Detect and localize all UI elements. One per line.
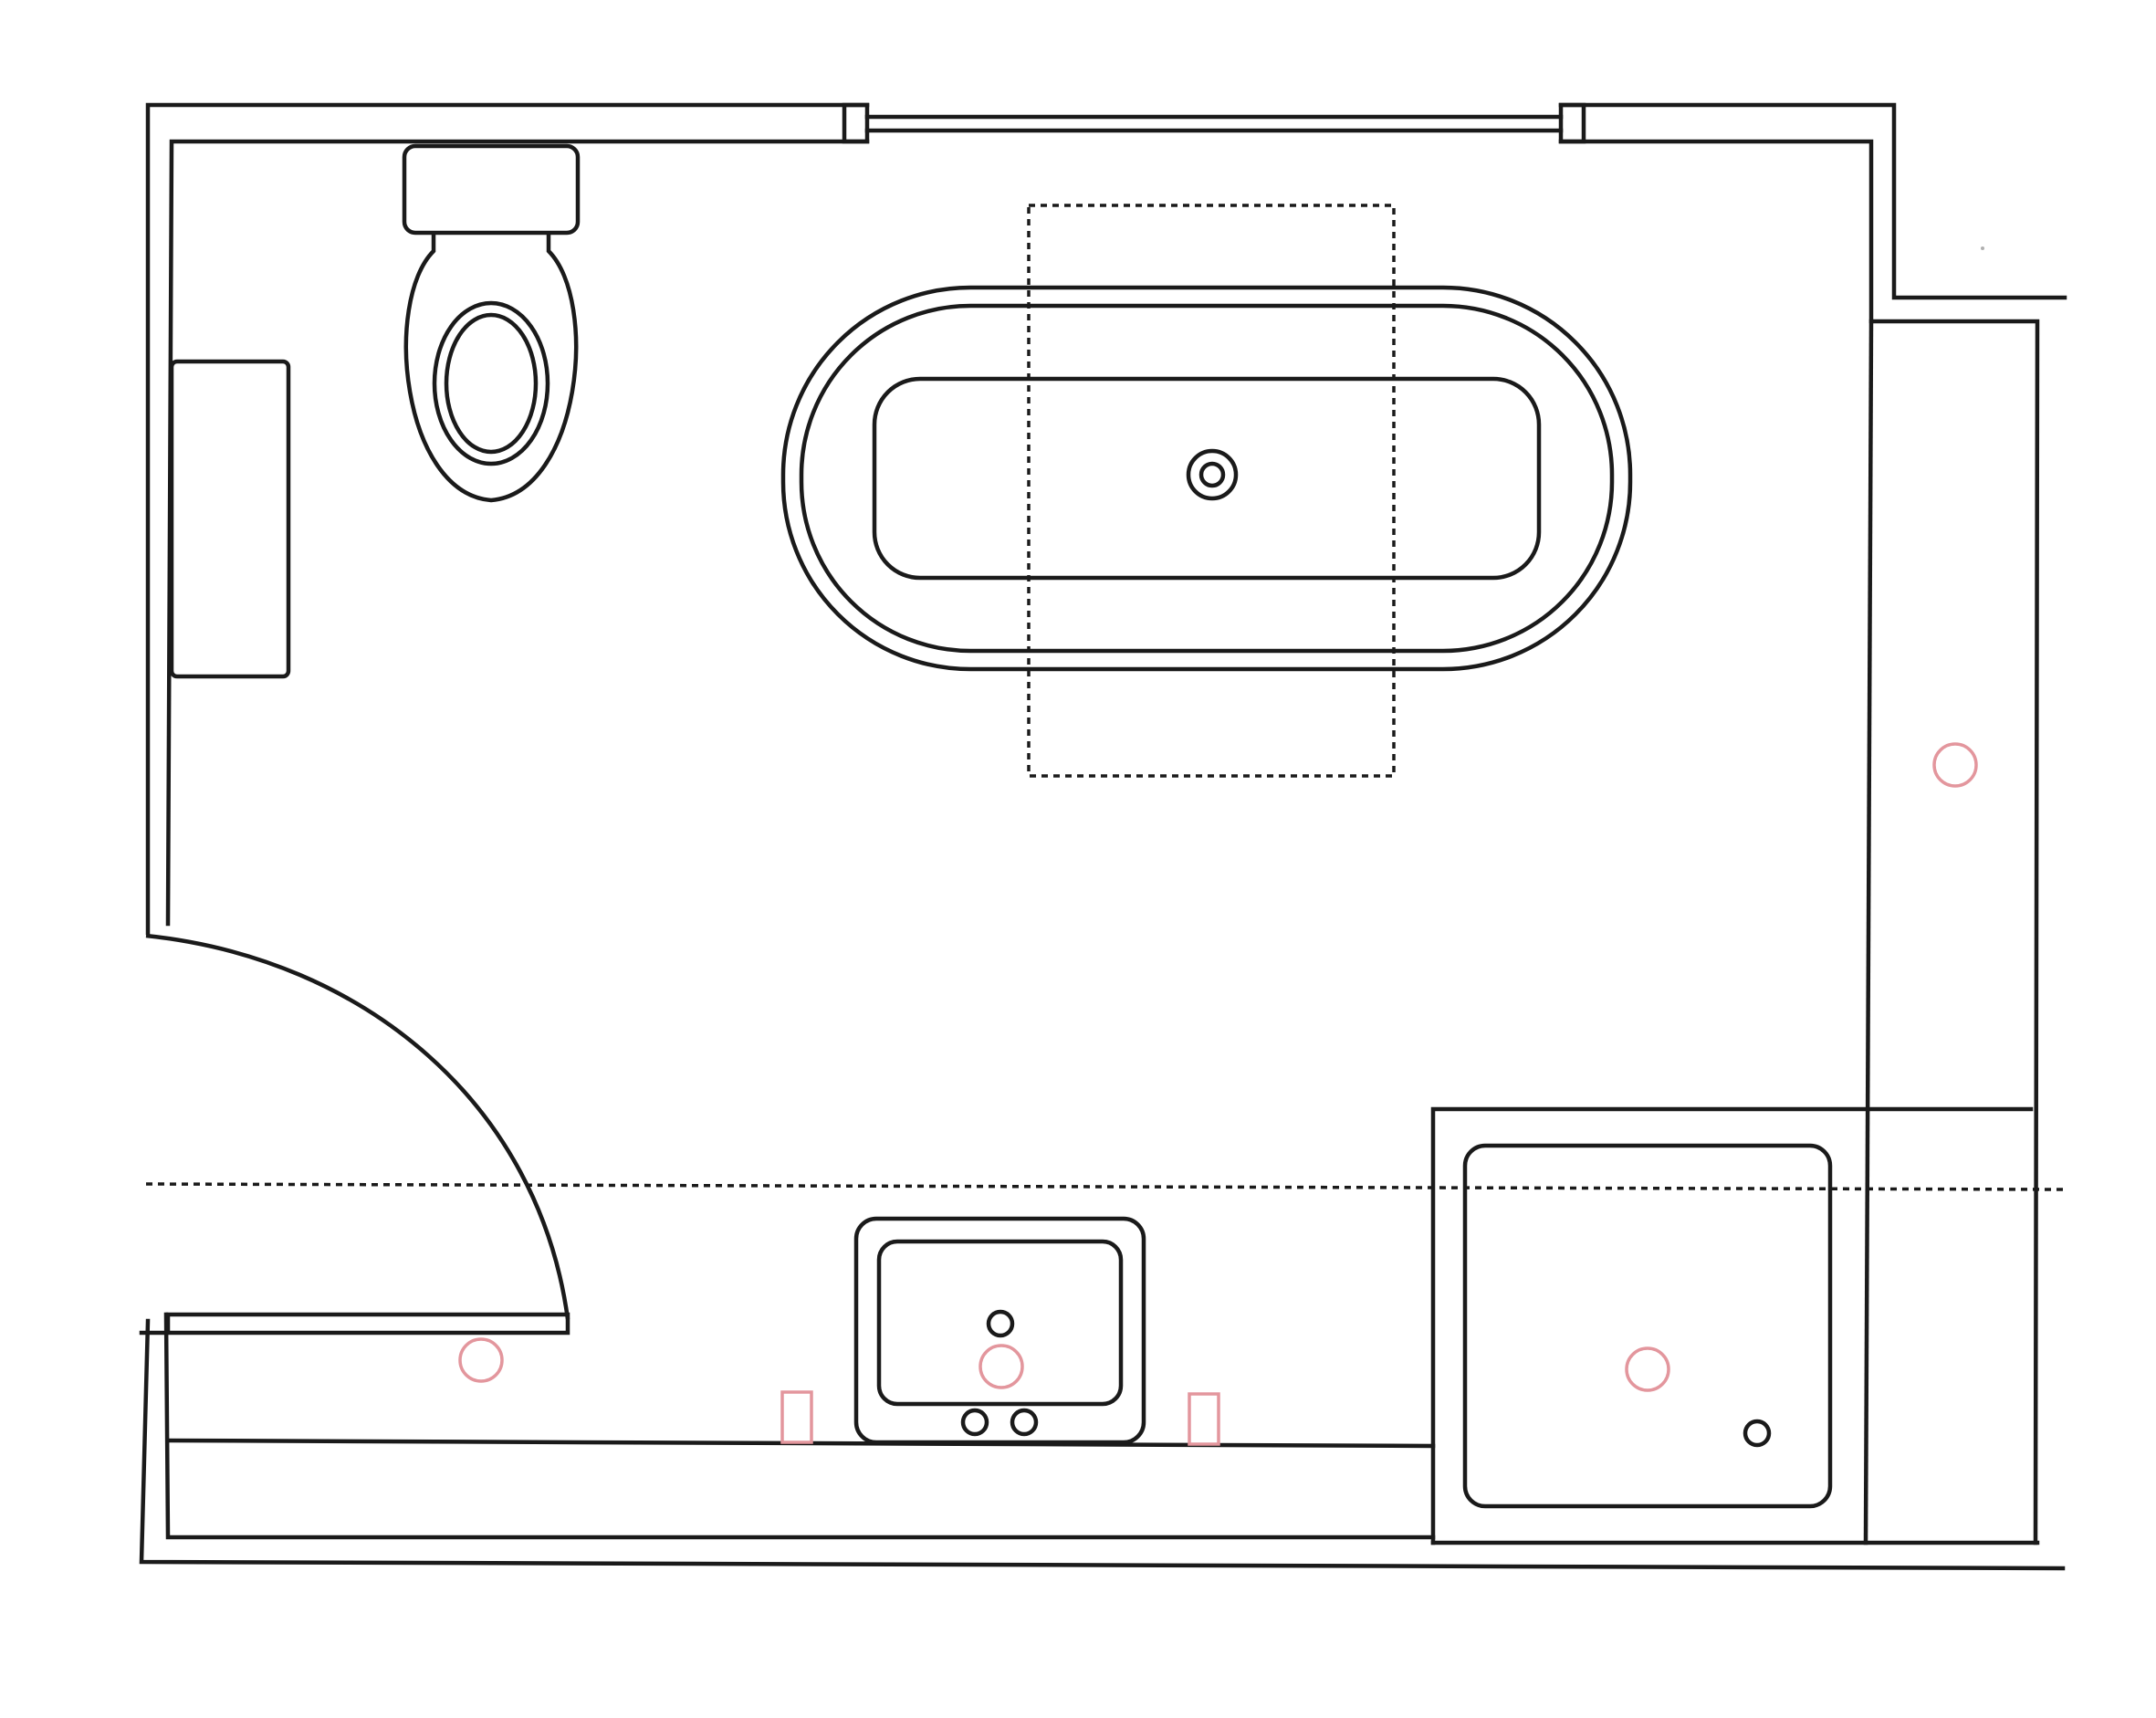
- shower-tray: [1462, 1143, 1833, 1509]
- electrical-markers: [458, 742, 1978, 1446]
- window-jamb-left: [842, 102, 870, 144]
- toilet-seat-outer: [432, 300, 550, 466]
- toilet: [402, 143, 581, 503]
- inner-wall-top-right: [1558, 139, 2040, 1545]
- wall-cabinet: [169, 359, 291, 679]
- ceiling-light-door: [458, 1337, 504, 1383]
- shower-enclosure: [1430, 1106, 2034, 1545]
- toilet-seat-inner: [444, 312, 539, 455]
- outer-wall-top-right: [1558, 102, 2067, 300]
- bathtub-rim-outer: [780, 285, 1633, 672]
- ceiling-feature-outline: [1027, 204, 1396, 778]
- ceiling-light-sink: [979, 1344, 1024, 1389]
- scan-speck: [1981, 246, 1984, 250]
- outer-wall-lower-left: [139, 1318, 2066, 1571]
- outer-wall-left: [145, 102, 870, 936]
- partition-right: [1863, 319, 1874, 1545]
- sink-outer: [853, 1216, 1146, 1445]
- bathtub: [780, 285, 1633, 672]
- bathtub-drain-inner: [1198, 461, 1226, 488]
- toilet-bowl: [403, 233, 579, 503]
- door: [145, 933, 570, 1320]
- window-jamb-right: [1558, 102, 1586, 144]
- door-swing-arc: [145, 933, 570, 1320]
- bathtub-drain-outer: [1186, 448, 1239, 501]
- ceiling-light-right-wall: [1932, 742, 1978, 788]
- toilet-cistern: [402, 143, 581, 236]
- sink-tap-right: [1010, 1408, 1039, 1437]
- wall-socket-left: [780, 1390, 813, 1444]
- bathtub-basin: [872, 376, 1542, 581]
- sink-drain: [986, 1309, 1015, 1338]
- walls: [139, 102, 2067, 1571]
- wall-socket-right: [1188, 1392, 1220, 1446]
- bathtub-rim-inner: [799, 303, 1615, 654]
- sink-basin: [876, 1239, 1124, 1407]
- inner-wall-left: [165, 139, 870, 927]
- inner-wall-bottom: [163, 1312, 1436, 1540]
- sink-tap-left: [960, 1408, 989, 1437]
- door-wall-stub: [139, 1312, 570, 1336]
- shower-drain: [1743, 1419, 1772, 1448]
- ceiling-change-line: [145, 1182, 2064, 1191]
- shower: [1430, 1106, 2034, 1545]
- ceiling-light-shower: [1625, 1346, 1670, 1392]
- window: [842, 102, 1586, 144]
